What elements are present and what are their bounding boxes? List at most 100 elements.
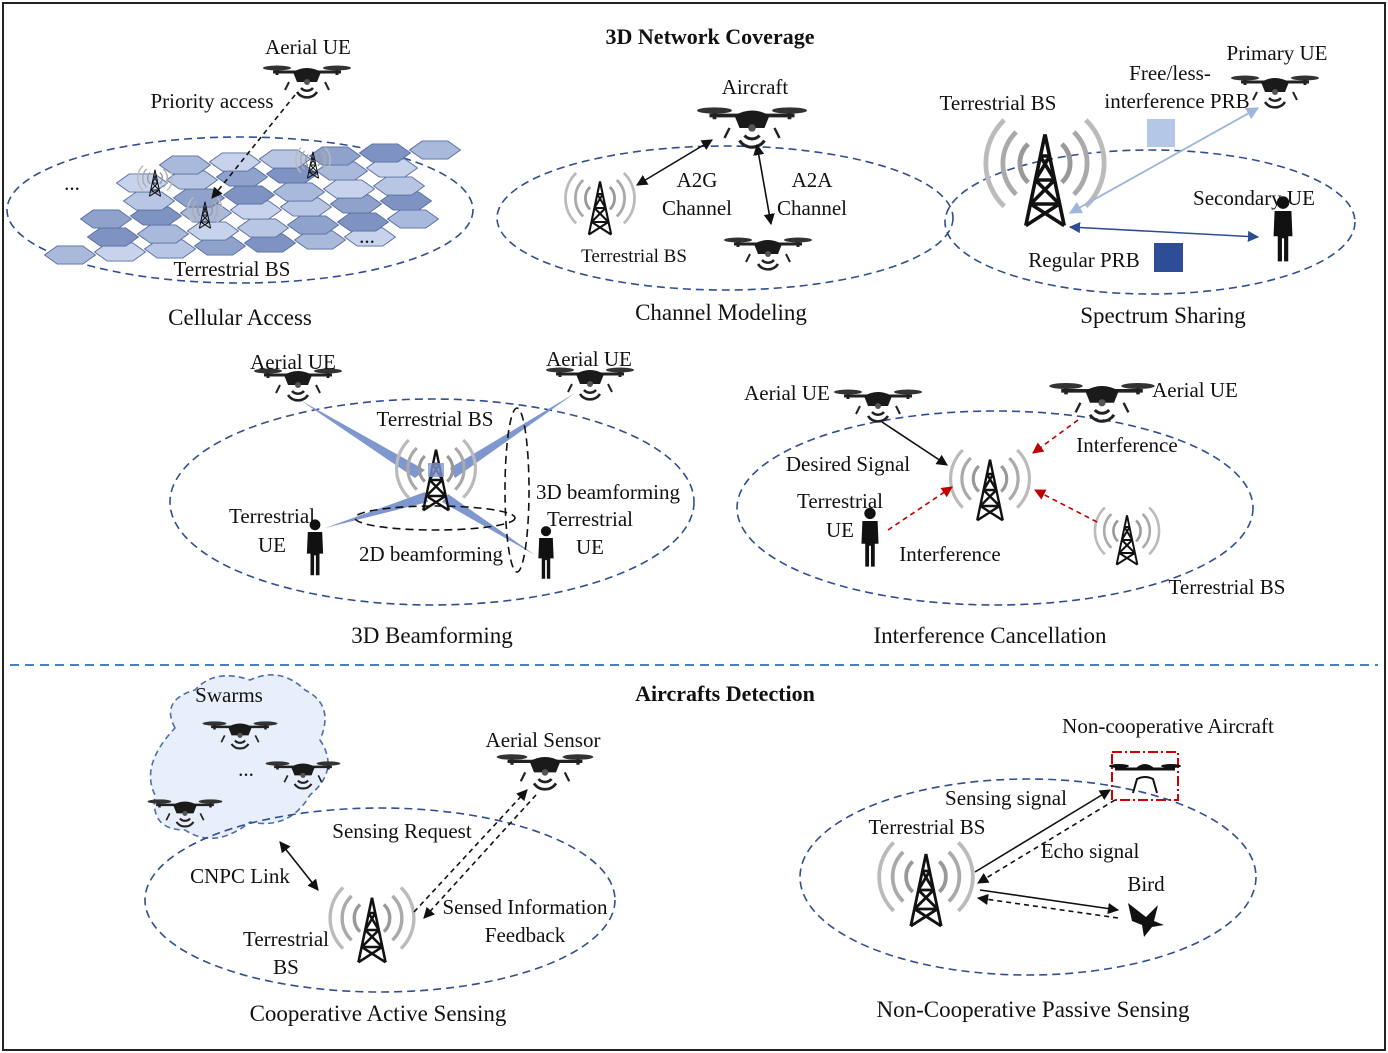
sensing-signal-arrow (974, 789, 1111, 873)
aerial-ue-label: Aerial UE (744, 381, 830, 405)
primary-ue-label: Primary UE (1227, 41, 1328, 65)
panel-cellular-access: Aerial UE Priority access ... ... Terres… (6, 35, 474, 330)
ellipsis-label: ... (238, 757, 254, 781)
aircraft-label: Aircraft (722, 75, 789, 99)
coverage-ellipse (144, 807, 616, 993)
2d-beamforming-ellipse (354, 505, 516, 531)
a2a-channel-arrow (753, 143, 775, 226)
panel-spectrum-sharing: Primary UE Free/less- interference PRB T… (940, 41, 1356, 328)
a2g-channel-label: Channel (662, 196, 732, 220)
hexagon-cell (386, 209, 440, 229)
3d-beamforming-label: 3D beamforming (536, 480, 681, 504)
panel-non-cooperative-passive-sensing: Non-cooperative Aircraft Sensing signal … (799, 714, 1274, 1022)
free-prb-link-arrow (1068, 107, 1260, 214)
panel-caption: Non-Cooperative Passive Sensing (876, 997, 1190, 1022)
panel-caption: Cellular Access (168, 305, 312, 330)
sensed-feedback-arrow (423, 794, 537, 919)
terrestrial-ue-person-icon (538, 526, 554, 579)
coverage-ellipse (944, 149, 1356, 295)
beam-to-aerial-ue (450, 393, 575, 478)
free-prb-label-line1: Free/less- (1129, 61, 1211, 85)
feedback-label: Feedback (485, 923, 566, 947)
sensing-request-arrow (413, 789, 528, 913)
panel-caption: 3D Beamforming (351, 623, 513, 648)
bird-sensing-arrow (979, 889, 1120, 915)
terrestrial-bs-label-bs: BS (273, 955, 299, 979)
a2g-channel-arrow (636, 139, 713, 186)
secondary-ue-label: Secondary UE (1193, 186, 1315, 210)
drone-icon (494, 752, 596, 791)
bird-echo-arrow (976, 893, 1119, 919)
tower-icon (1093, 506, 1161, 567)
terrestrial-bs-label: Terrestrial BS (869, 815, 986, 839)
aerial-ue-label: Aerial UE (1152, 378, 1238, 402)
3d-beamforming-ellipse (504, 407, 530, 573)
drone-icon (261, 64, 353, 99)
terrestrial-bs-label: Terrestrial BS (174, 257, 291, 281)
panel-channel-modeling: Aircraft A2G Channel A2A Channel Terrest… (496, 75, 954, 325)
tower-icon (328, 885, 416, 964)
cnpc-link-arrow (279, 841, 319, 891)
hexagon-cell (79, 209, 133, 229)
regular-prb-link-arrow (1068, 221, 1260, 243)
section-title-coverage: 3D Network Coverage (606, 24, 815, 49)
desired-signal-arrow (881, 421, 948, 466)
aerial-ue-label: Aerial UE (265, 35, 351, 59)
sensing-request-label: Sensing Request (332, 819, 472, 843)
antenna-array-panel (428, 463, 444, 477)
section-title-detection: Aircrafts Detection (635, 681, 815, 706)
regular-prb-label: Regular PRB (1028, 248, 1139, 272)
terrestrial-ue-label-ue: UE (258, 533, 286, 557)
coverage-ellipse (799, 778, 1257, 976)
hexagon-cell (408, 140, 462, 160)
swarm-cloud (149, 674, 329, 840)
interference-label: Interference (1076, 433, 1177, 457)
terrestrial-bs-label: Terrestrial BS (581, 246, 687, 267)
hexagon-cell (43, 245, 97, 265)
coverage-ellipse (6, 136, 474, 284)
a2g-label: A2G (677, 168, 718, 192)
terrestrial-ue-label-ue: UE (826, 518, 854, 542)
2d-beamforming-label: 2D beamforming (359, 542, 504, 566)
interference-arrow (1032, 419, 1079, 454)
swarms-label: Swarms (195, 683, 263, 707)
beam-to-terrestrial-ue (442, 494, 535, 555)
beam-to-aerial-ue (300, 400, 425, 478)
aerial-ue-label: Aerial UE (546, 347, 632, 371)
terrestrial-ue-label: Terrestrial (229, 504, 315, 528)
aerial-ue-label: Aerial UE (250, 350, 336, 374)
hexagon-grid (43, 140, 462, 265)
ellipsis-label: ... (64, 171, 80, 195)
terrestrial-ue-label-ue: UE (576, 535, 604, 559)
drone-icon (1047, 381, 1157, 424)
terrestrial-ue-person-icon (861, 507, 879, 567)
coverage-ellipse (169, 398, 695, 606)
tower-icon (877, 840, 975, 928)
regular-prb-square (1154, 243, 1183, 272)
interference-arrow (887, 486, 953, 531)
desired-signal-label: Desired Signal (786, 452, 910, 476)
drone-icon (695, 105, 809, 150)
panel-caption: Interference Cancellation (873, 623, 1107, 648)
terrestrial-ue-label: Terrestrial (547, 507, 633, 531)
sensed-information-label: Sensed Information (442, 895, 608, 919)
aerial-sensor-label: Aerial Sensor (486, 728, 601, 752)
interference-label: Interference (899, 542, 1000, 566)
panel-caption: Cooperative Active Sensing (250, 1001, 507, 1026)
bird-label: Bird (1127, 872, 1165, 896)
coverage-ellipse (736, 410, 1254, 606)
tower-icon (948, 448, 1032, 523)
panel-cooperative-active-sensing: Swarms ... Aerial Sensor Sensing Request… (144, 674, 616, 1026)
a2a-label: A2A (792, 168, 834, 192)
panel-caption: Channel Modeling (635, 300, 807, 325)
drone-icon (722, 236, 814, 271)
free-prb-square (1147, 119, 1175, 147)
non-cooperative-aircraft-label: Non-cooperative Aircraft (1062, 714, 1274, 738)
panel-3d-beamforming: Aerial UE Aerial UE Terrestrial BS Terre… (169, 347, 695, 648)
non-cooperative-aircraft-icon (1109, 764, 1181, 794)
drone-icon (544, 366, 636, 401)
terrestrial-ue-label: Terrestrial (797, 489, 883, 513)
tower-icon (986, 120, 1104, 226)
